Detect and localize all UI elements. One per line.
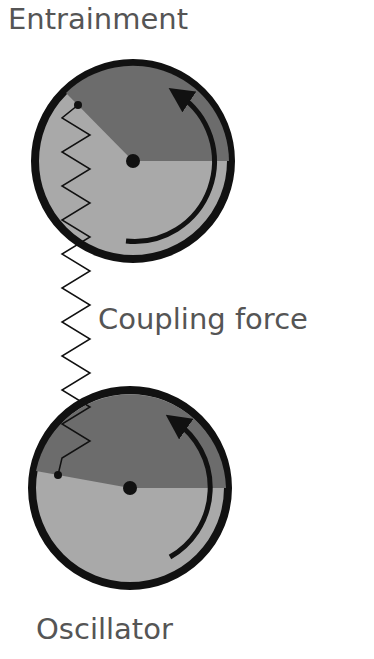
entrainment-oscillator-disc [35,63,231,259]
spring-label: Coupling force [98,302,308,337]
oscillator-disc [32,390,228,586]
oscillator-label: Oscillator [36,612,173,647]
diagram-title: Entrainment [8,2,188,37]
coupling-spring [58,105,90,475]
